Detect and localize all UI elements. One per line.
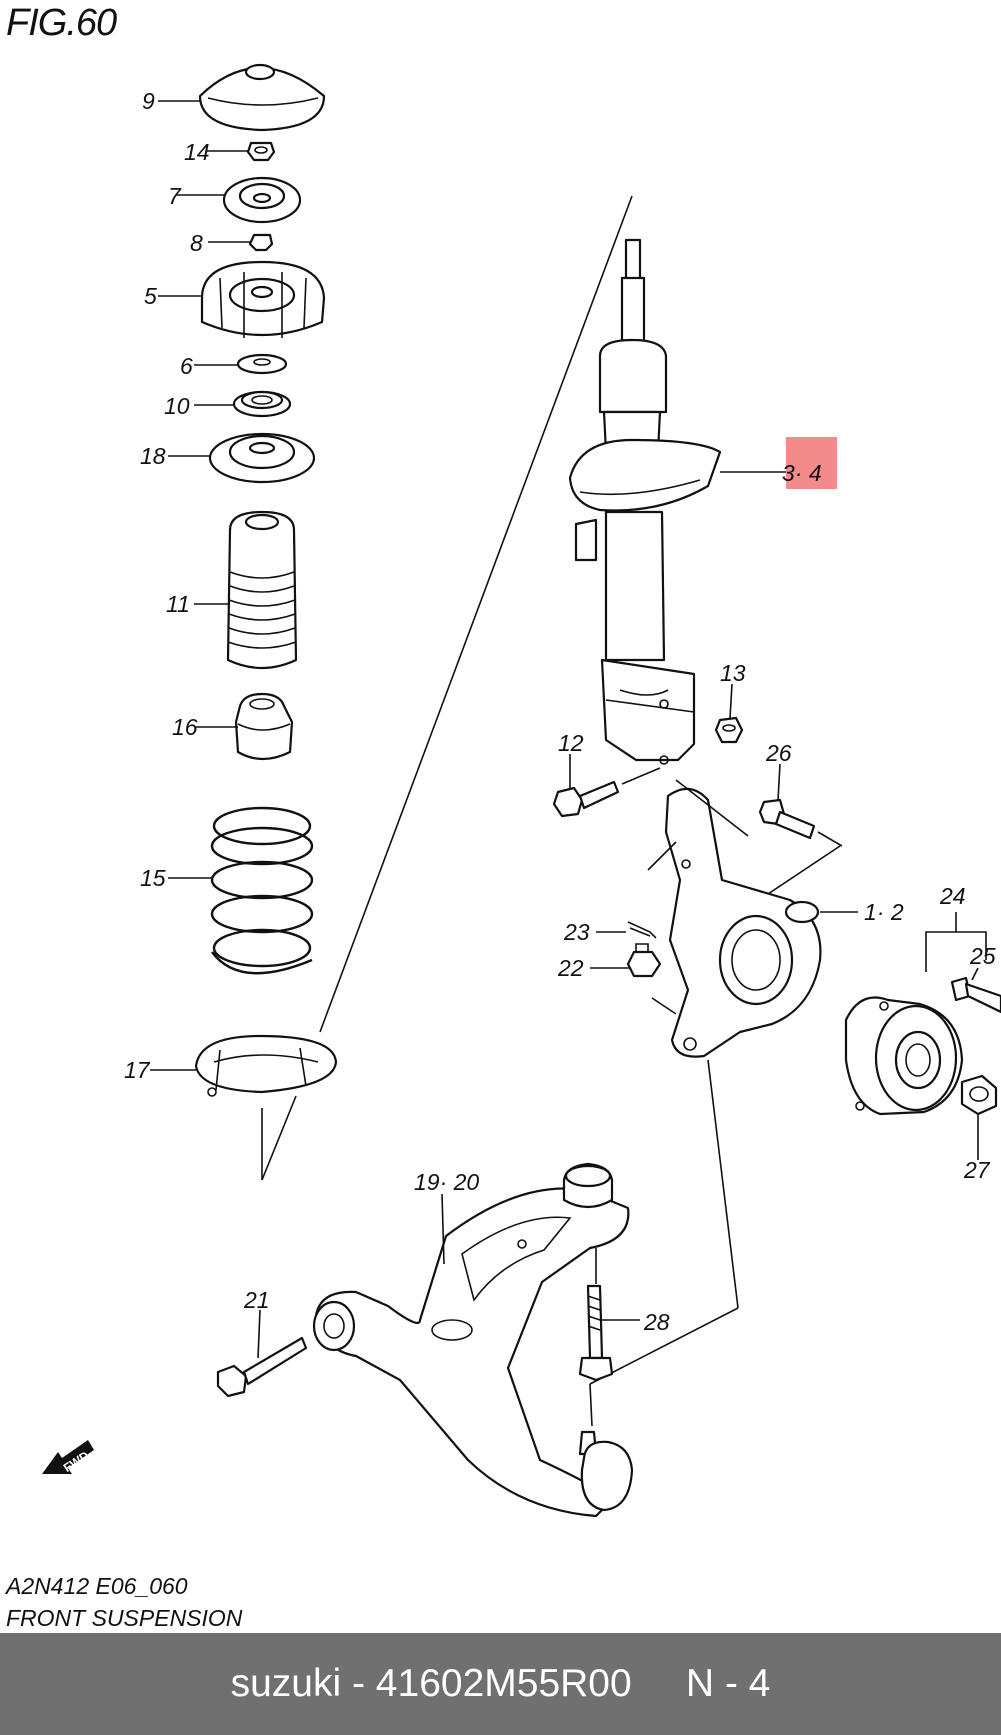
- callout-14: 14: [184, 139, 210, 165]
- callout-10: 10: [164, 393, 190, 419]
- figure-title: FIG.60: [6, 2, 117, 44]
- callout-3-4: 3· 4: [782, 460, 822, 486]
- callout-5: 5: [144, 283, 157, 309]
- part-8-nut[interactable]: [248, 233, 274, 252]
- part-10-bearing[interactable]: [232, 390, 292, 418]
- part-25-hub-bolt[interactable]: [950, 976, 1001, 1014]
- part-14-nut[interactable]: [246, 141, 276, 162]
- part-1-2-steering-knuckle[interactable]: [664, 787, 822, 1058]
- callout-27: 27: [963, 1157, 991, 1183]
- callout-24: 24: [939, 883, 966, 909]
- callout-7: 7: [168, 183, 182, 209]
- part-27-hub-nut[interactable]: [960, 1074, 998, 1116]
- figure-caption: FRONT SUSPENSION: [6, 1605, 243, 1631]
- part-18-spring-seat[interactable]: [208, 432, 316, 484]
- part-19-20-lower-arm[interactable]: [312, 1162, 634, 1518]
- figure-code: A2N412 E06_060: [6, 1573, 188, 1599]
- callout-18: 18: [140, 443, 166, 469]
- callout-6: 6: [180, 353, 193, 379]
- exploded-parts-diagram: FWD 9 14 7 8 5 6 10 18 11 16 15 17 3· 4 …: [42, 63, 1001, 1518]
- part-26-bolt[interactable]: [758, 798, 816, 840]
- part-13-nut[interactable]: [714, 716, 744, 744]
- callout-26: 26: [765, 740, 792, 766]
- callout-9: 9: [142, 88, 155, 114]
- callout-8: 8: [190, 230, 203, 256]
- part-16-bump-stopper[interactable]: [234, 692, 294, 761]
- part-28-bolt[interactable]: [578, 1284, 614, 1382]
- callout-22: 22: [557, 955, 584, 981]
- part-9-cover[interactable]: [198, 63, 326, 132]
- part-22-castle-nut[interactable]: [626, 943, 662, 978]
- callout-28: 28: [643, 1309, 670, 1335]
- callout-23: 23: [563, 919, 590, 945]
- callout-19-20: 19· 20: [414, 1169, 479, 1195]
- forward-arrow-icon: FWD: [42, 1440, 94, 1475]
- callout-13: 13: [720, 660, 746, 686]
- callout-25: 25: [969, 943, 996, 969]
- part-6-washer[interactable]: [236, 353, 288, 375]
- callout-16: 16: [172, 714, 198, 740]
- callout-1-2: 1· 2: [864, 899, 904, 925]
- part-highlight: [786, 437, 837, 489]
- callout-12: 12: [558, 730, 584, 756]
- part-24-wheel-hub[interactable]: [844, 996, 964, 1116]
- part-21-bolt[interactable]: [216, 1336, 308, 1398]
- part-17-lower-seat[interactable]: [194, 1034, 338, 1097]
- callout-11: 11: [166, 591, 190, 617]
- callout-17: 17: [124, 1057, 151, 1083]
- part-number-footer: suzuki - 41602M55R00 N - 4: [0, 1633, 1001, 1735]
- part-23-cotter-pin[interactable]: [627, 921, 657, 939]
- part-11-dust-boot[interactable]: [226, 510, 298, 670]
- part-12-bolt[interactable]: [552, 780, 620, 818]
- part-3-4-strut-assembly[interactable]: [568, 238, 722, 765]
- footer-text: suzuki - 41602M55R00 N - 4: [230, 1662, 771, 1705]
- part-5-upper-mount[interactable]: [200, 260, 326, 338]
- part-7-strut-mount[interactable]: [222, 176, 302, 224]
- part-15-coil-spring[interactable]: [210, 806, 314, 975]
- callout-21: 21: [243, 1287, 270, 1313]
- callout-15: 15: [140, 865, 166, 891]
